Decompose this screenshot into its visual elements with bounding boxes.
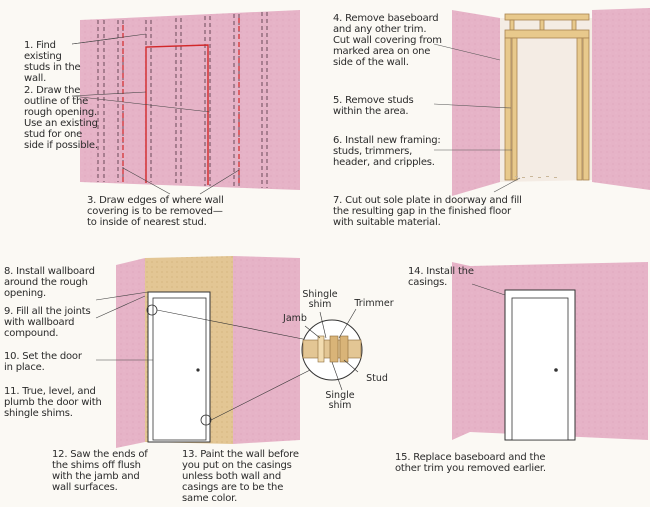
leader-lines-3 [95, 291, 153, 361]
step-4: 4. Remove baseboard and any other trim. … [333, 13, 442, 68]
step-9: 9. Fill all the joints with wallboard co… [4, 306, 91, 339]
detail-leaders [304, 308, 359, 391]
step-8: 8. Install wallboard around the rough op… [4, 266, 95, 299]
left-wall-4 [452, 262, 470, 440]
step-12: 12. Saw the ends of the shims off flush … [52, 449, 148, 493]
label-single-shim: Single shim [325, 390, 355, 411]
label-shingle-shim: Shingle shim [302, 289, 338, 310]
panel-framing [433, 8, 650, 196]
step-3: 3. Draw edges of where wall covering is … [87, 195, 224, 228]
leader-lines-2 [433, 43, 521, 193]
left-wall-surface [452, 10, 500, 196]
opening-back [500, 18, 592, 182]
new-framing [504, 13, 590, 181]
step-10: 10. Set the door in place. [4, 351, 82, 373]
left-wall-3 [116, 258, 145, 448]
step-13: 13. Paint the wall before you put on the… [182, 449, 299, 504]
door-knob [196, 368, 200, 372]
sole-plate-gap [515, 176, 557, 178]
panel-casings [452, 262, 648, 441]
leader-lines-1 [71, 33, 240, 195]
detail-jamb [317, 335, 325, 363]
removal-edges [122, 18, 240, 186]
step-14: 14. Install the casings. [408, 266, 474, 288]
step-11: 11. True, level, and plumb the door with… [4, 386, 102, 419]
right-wall-surface [592, 8, 650, 190]
step-5: 5. Remove studs within the area. [333, 95, 414, 117]
panel-door-install [95, 256, 363, 448]
door-knob-4 [554, 368, 558, 372]
door-4 [511, 297, 569, 441]
step-2: 2. Draw the outline of the rough opening… [24, 85, 98, 151]
label-stud: Stud [366, 373, 388, 384]
label-jamb: Jamb [283, 313, 307, 324]
wall-surface [80, 10, 300, 190]
step-15: 15. Replace baseboard and the other trim… [395, 452, 546, 474]
step-1: 1. Find existing studs in the wall. [24, 40, 81, 84]
label-trimmer: Trimmer [354, 298, 394, 309]
step-6: 6. Install new framing: studs, trimmers,… [333, 135, 441, 168]
panel-mark-wall [71, 10, 300, 195]
detail-stud [339, 335, 349, 363]
rough-opening-outline [145, 44, 209, 185]
right-wall-3 [233, 256, 300, 444]
detail-trimmer [329, 335, 339, 363]
step-7: 7. Cut out sole plate in doorway and fil… [333, 195, 522, 228]
